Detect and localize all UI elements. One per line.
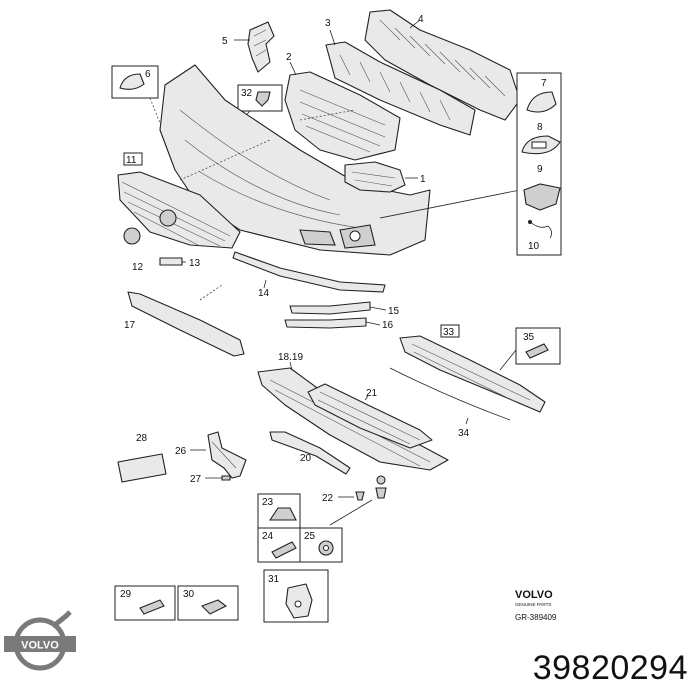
part-4-impact-beam: 4 bbox=[364, 9, 521, 121]
part-35-screw: 35 bbox=[499, 327, 561, 371]
brand-wordmark: VOLVO bbox=[515, 589, 553, 601]
part-21-undertray: 21 bbox=[307, 383, 433, 449]
volvo-logo: VOLVO bbox=[4, 610, 76, 671]
part-33-34-lower-grille: 33 34 bbox=[389, 324, 546, 439]
part-15-16-strips: 15 16 bbox=[284, 301, 400, 331]
callout-35: 35 bbox=[523, 332, 535, 343]
part-11-grille: 11 bbox=[117, 152, 241, 249]
part-3-absorber: 3 bbox=[325, 18, 476, 136]
part-1-bracket: 1 bbox=[344, 161, 426, 193]
part-32-clip: 32 bbox=[237, 84, 283, 123]
callout-31: 31 bbox=[268, 574, 280, 585]
parts-group-29-30: 29 30 bbox=[114, 585, 239, 621]
part-12-emblem: 12 bbox=[123, 227, 144, 273]
callout-12: 12 bbox=[132, 262, 144, 273]
callout-20: 20 bbox=[300, 453, 312, 464]
part-5-bracket: 5 bbox=[222, 21, 275, 73]
callout-1: 1 bbox=[420, 174, 426, 185]
part-17-spoiler: 17 bbox=[124, 291, 245, 357]
callout-25: 25 bbox=[304, 531, 316, 542]
callout-33: 33 bbox=[443, 327, 455, 338]
callout-27: 27 bbox=[190, 474, 202, 485]
callout-29: 29 bbox=[120, 589, 132, 600]
callout-34: 34 bbox=[458, 428, 470, 439]
part-14-lower-trim: 14 bbox=[199, 251, 386, 301]
callout-6: 6 bbox=[145, 69, 151, 80]
callout-10: 10 bbox=[528, 241, 540, 252]
callout-16: 16 bbox=[382, 320, 394, 331]
callout-3: 3 bbox=[325, 18, 331, 29]
part-20-strip: 20 bbox=[269, 431, 351, 475]
drawing-ref: GR-389409 bbox=[515, 613, 557, 622]
part-22-clips: 22 bbox=[322, 475, 387, 504]
callout-24: 24 bbox=[262, 531, 274, 542]
part-26-27-bracket: 26 27 bbox=[175, 431, 247, 485]
callout-1819: 18.19 bbox=[278, 352, 303, 363]
callout-9: 9 bbox=[537, 164, 543, 175]
part-13-badge: 13 bbox=[159, 257, 201, 269]
part-bumper-cover bbox=[159, 64, 521, 256]
part-28-cover: 28 bbox=[117, 433, 167, 483]
callout-8: 8 bbox=[537, 122, 543, 133]
callout-21: 21 bbox=[366, 388, 378, 399]
callout-28: 28 bbox=[136, 433, 148, 444]
callout-15: 15 bbox=[388, 306, 400, 317]
parts-group-7-10: 7 8 9 10 bbox=[516, 72, 562, 256]
brand-subtitle: GENUINE PARTS bbox=[515, 602, 551, 607]
part-2-grille-frame: 2 bbox=[284, 52, 401, 161]
callout-30: 30 bbox=[183, 589, 195, 600]
callout-11: 11 bbox=[126, 155, 137, 166]
callout-32: 32 bbox=[241, 88, 253, 99]
logo-text: VOLVO bbox=[21, 640, 59, 652]
callout-26: 26 bbox=[175, 446, 187, 457]
part-6-tow-cover: 6 bbox=[111, 65, 163, 129]
callout-2: 2 bbox=[286, 52, 292, 63]
part-number: 39820294 bbox=[532, 649, 688, 687]
part-31-bracket: 31 bbox=[263, 569, 329, 623]
callout-23: 23 bbox=[262, 497, 274, 508]
callout-13: 13 bbox=[189, 258, 201, 269]
callout-17: 17 bbox=[124, 320, 136, 331]
callout-22: 22 bbox=[322, 493, 334, 504]
callout-5: 5 bbox=[222, 36, 228, 47]
callout-4: 4 bbox=[418, 14, 424, 25]
parts-group-23-25: 23 24 25 bbox=[257, 493, 373, 563]
callout-14: 14 bbox=[258, 288, 270, 299]
brand-mark: VOLVO GENUINE PARTS GR-389409 bbox=[515, 589, 557, 622]
callout-7: 7 bbox=[541, 78, 547, 89]
